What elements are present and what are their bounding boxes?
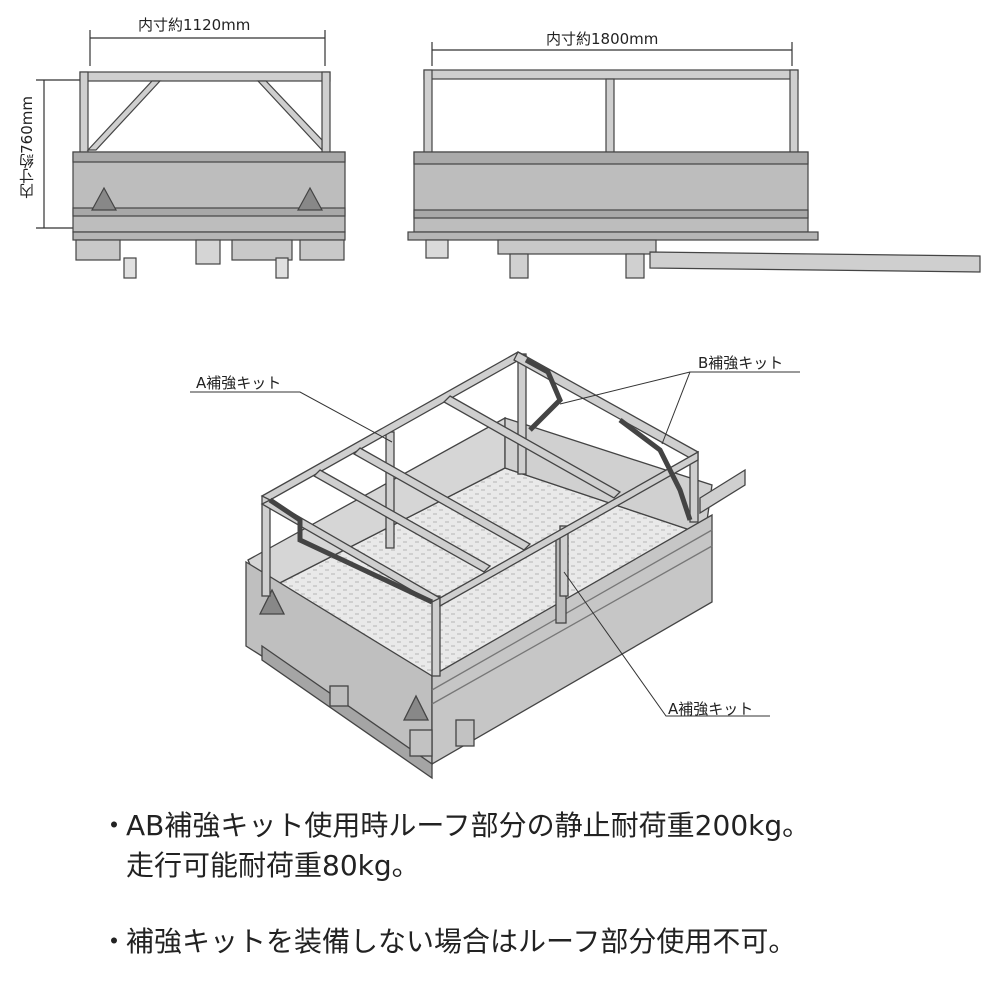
note-2-line1: 補強キットを装備しない場合はルーフ部分使用不可。	[126, 925, 797, 958]
inner-length-label: 内寸約1800mm	[546, 30, 659, 48]
isometric-view-drawing	[190, 351, 800, 780]
a-kit-callout-top: A補強キット	[196, 374, 282, 392]
note-2: ・補強キットを装備しない場合はルーフ部分使用不可。	[100, 922, 796, 962]
side-view-drawing	[407, 42, 981, 279]
b-kit-callout: B補強キット	[698, 354, 784, 372]
inner-width-label: 内寸約1120mm	[138, 16, 251, 34]
note-2-bullet: ・	[100, 925, 129, 958]
front-view-drawing	[36, 30, 346, 279]
note-1-bullet: ・	[100, 809, 129, 842]
note-1-line1: AB補強キット使用時ルーフ部分の静止耐荷重200kg。	[126, 809, 811, 842]
note-1-line2: 走行可能耐荷重80kg。	[126, 849, 420, 882]
a-kit-callout-bottom: A補強キット	[668, 700, 754, 718]
inner-height-label: 内寸約760mm	[18, 96, 36, 199]
note-1: ・AB補強キット使用時ルーフ部分の静止耐荷重200kg。 走行可能耐荷重80kg…	[100, 806, 810, 886]
